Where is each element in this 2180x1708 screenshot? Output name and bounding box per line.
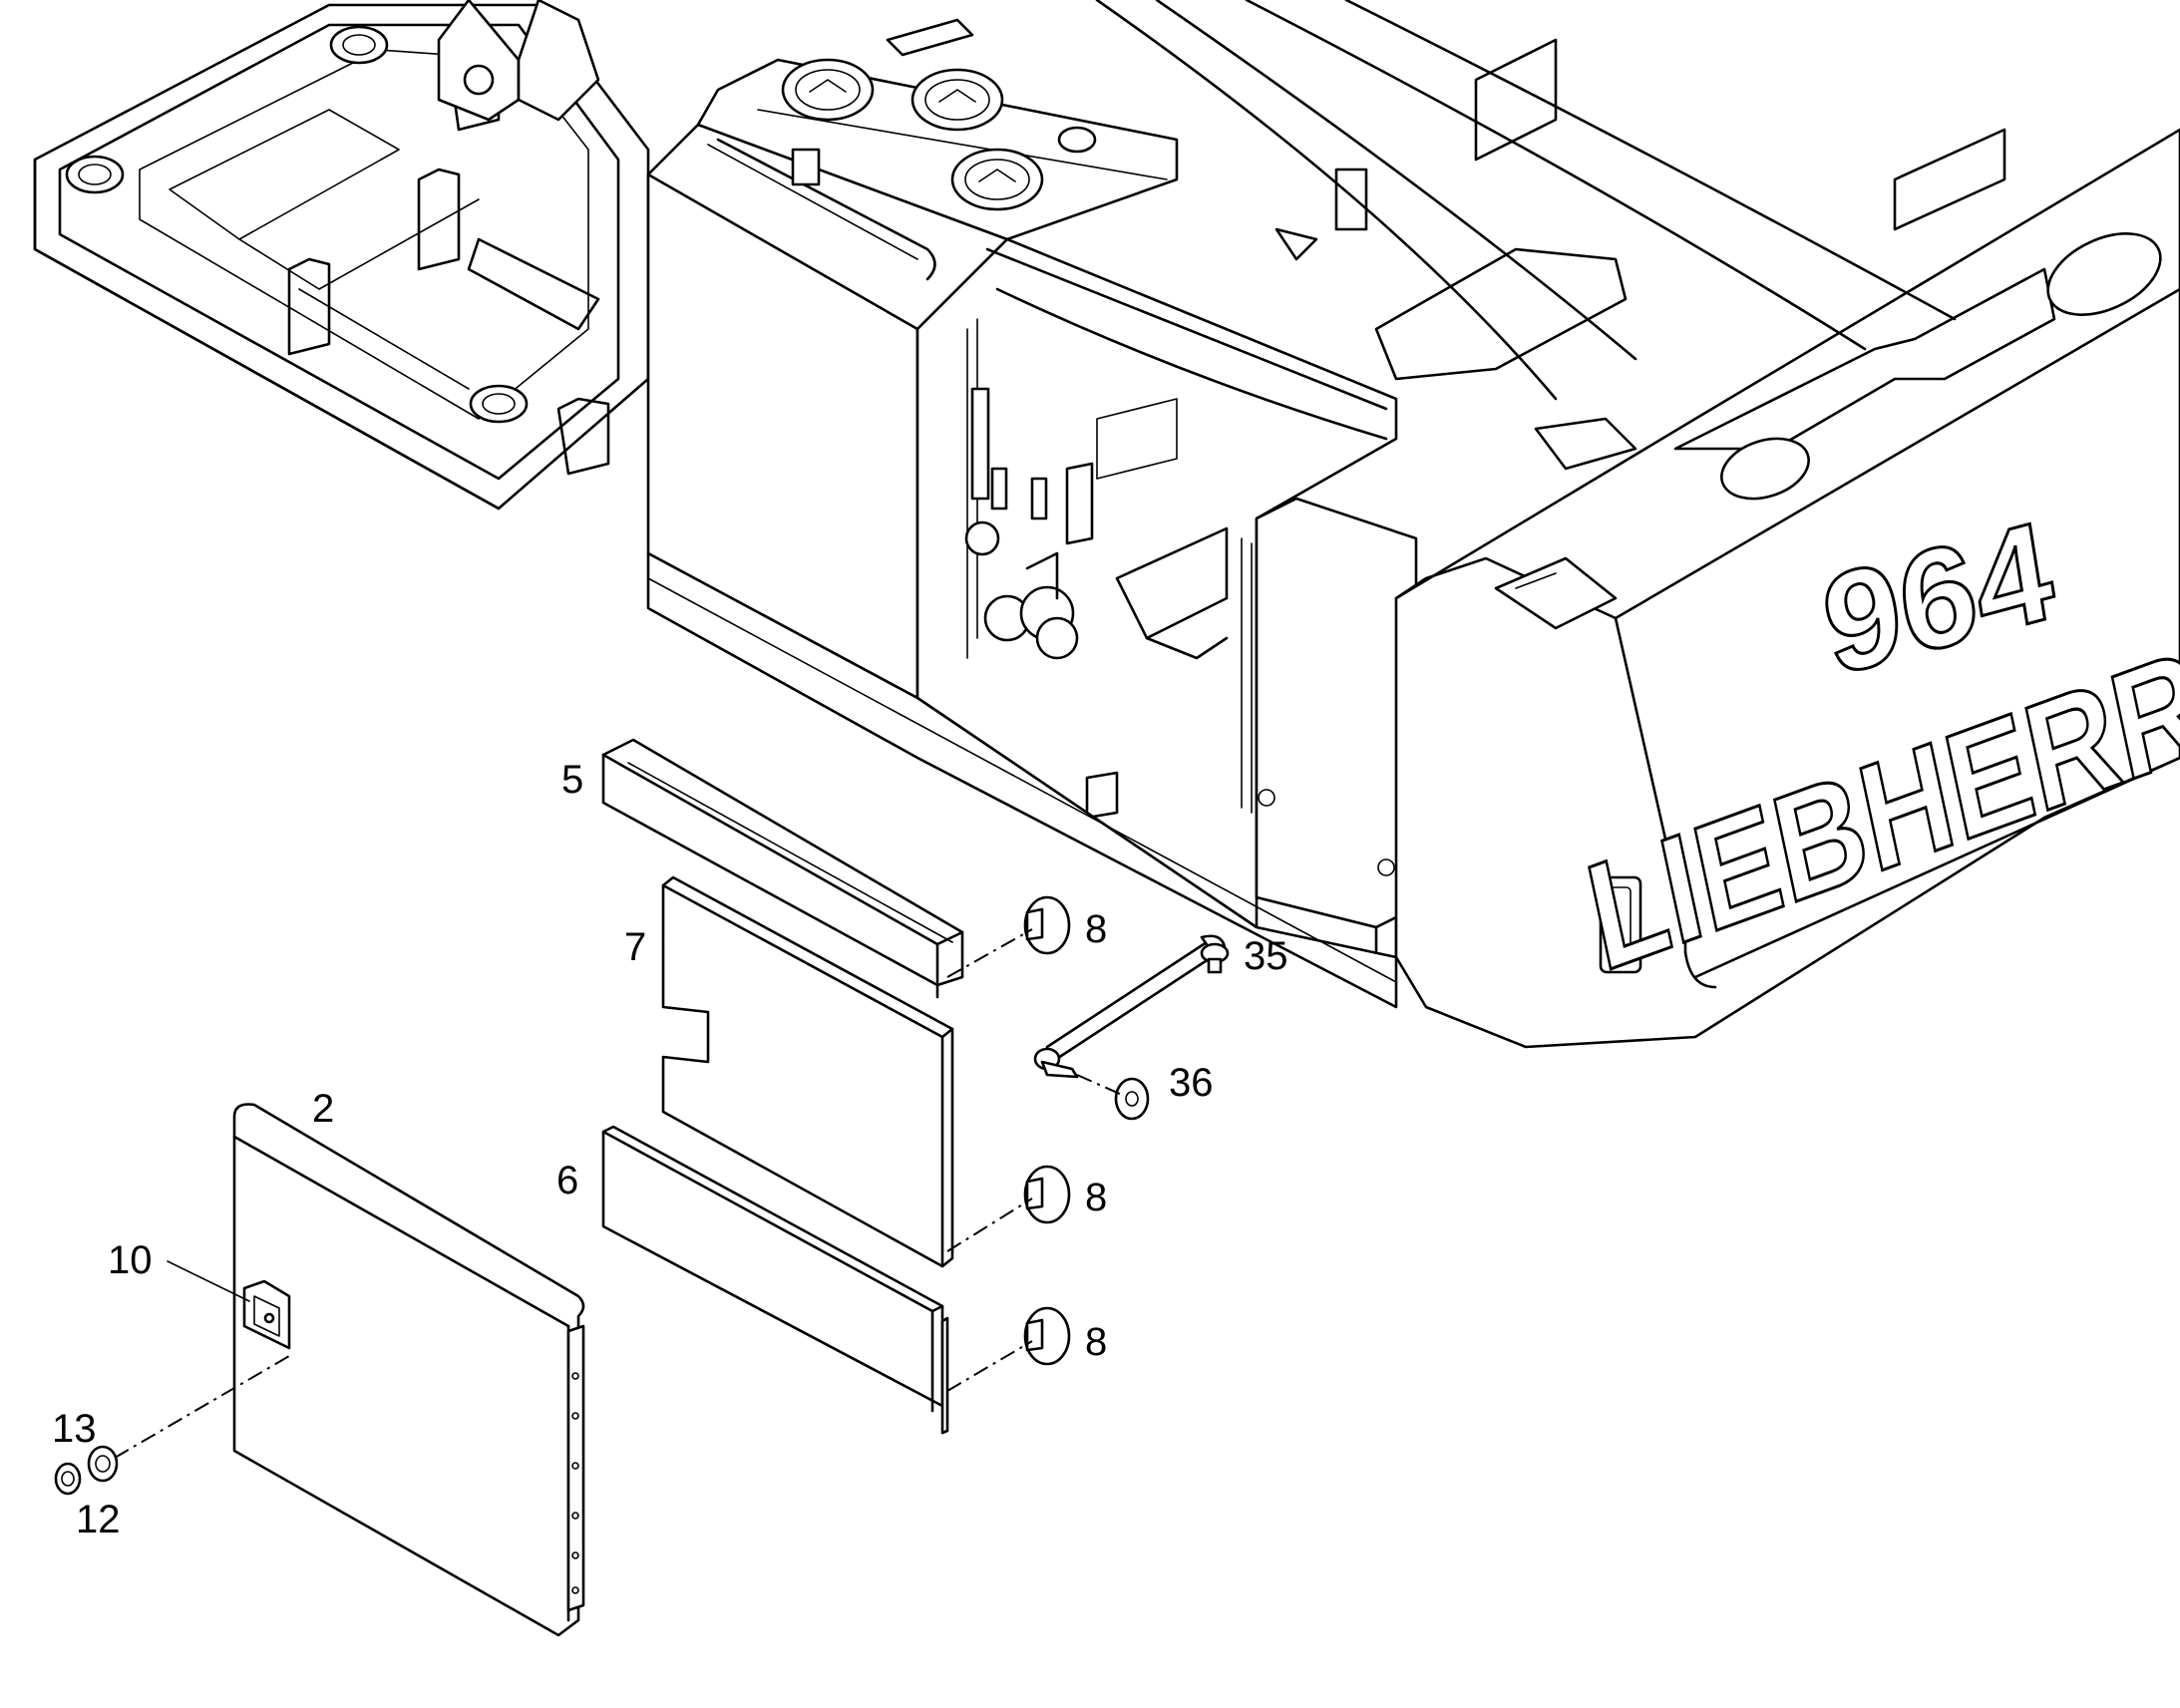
part-8-spacer-mid bbox=[1023, 1165, 1071, 1224]
part-13-nut bbox=[87, 1445, 119, 1483]
callout-10: 10 bbox=[108, 1238, 153, 1282]
part-10-door-latch bbox=[242, 1279, 291, 1350]
part-5-top-strip bbox=[601, 738, 964, 999]
callout-35: 35 bbox=[1244, 934, 1288, 978]
callout-36: 36 bbox=[1169, 1061, 1214, 1105]
callout-7: 7 bbox=[624, 925, 646, 969]
valve-bay bbox=[915, 168, 1637, 929]
part-8-spacer-top bbox=[1023, 895, 1071, 955]
counterweight: 964 LIEBHERR bbox=[1394, 128, 2180, 1049]
right-side-panel bbox=[1085, 497, 1418, 969]
part-8-spacer-bottom bbox=[1023, 1306, 1071, 1366]
callout-8-mid: 8 bbox=[1085, 1176, 1107, 1219]
assembly-center-lines bbox=[114, 928, 1123, 1459]
callout-8-bottom: 8 bbox=[1085, 1320, 1107, 1364]
callout-13: 13 bbox=[52, 1407, 97, 1451]
bottom-strip bbox=[940, 1316, 949, 1435]
callout-12: 12 bbox=[76, 1498, 121, 1541]
callout-5: 5 bbox=[561, 758, 583, 802]
upper-frame-base bbox=[646, 551, 1398, 1009]
callout-10-leader bbox=[167, 1260, 250, 1302]
left-frame-tray bbox=[33, 0, 650, 511]
callout-8-top: 8 bbox=[1085, 907, 1107, 951]
part-36-washer bbox=[1114, 1077, 1150, 1121]
part-35-stay-rod bbox=[1033, 934, 1230, 1079]
part-2-side-door bbox=[232, 1103, 585, 1637]
rear-structure bbox=[1095, 0, 2006, 630]
callout-6: 6 bbox=[556, 1159, 578, 1202]
callout-2: 2 bbox=[312, 1087, 334, 1131]
part-7-insulation-mat bbox=[661, 875, 954, 1268]
part-12-washer bbox=[54, 1462, 82, 1496]
